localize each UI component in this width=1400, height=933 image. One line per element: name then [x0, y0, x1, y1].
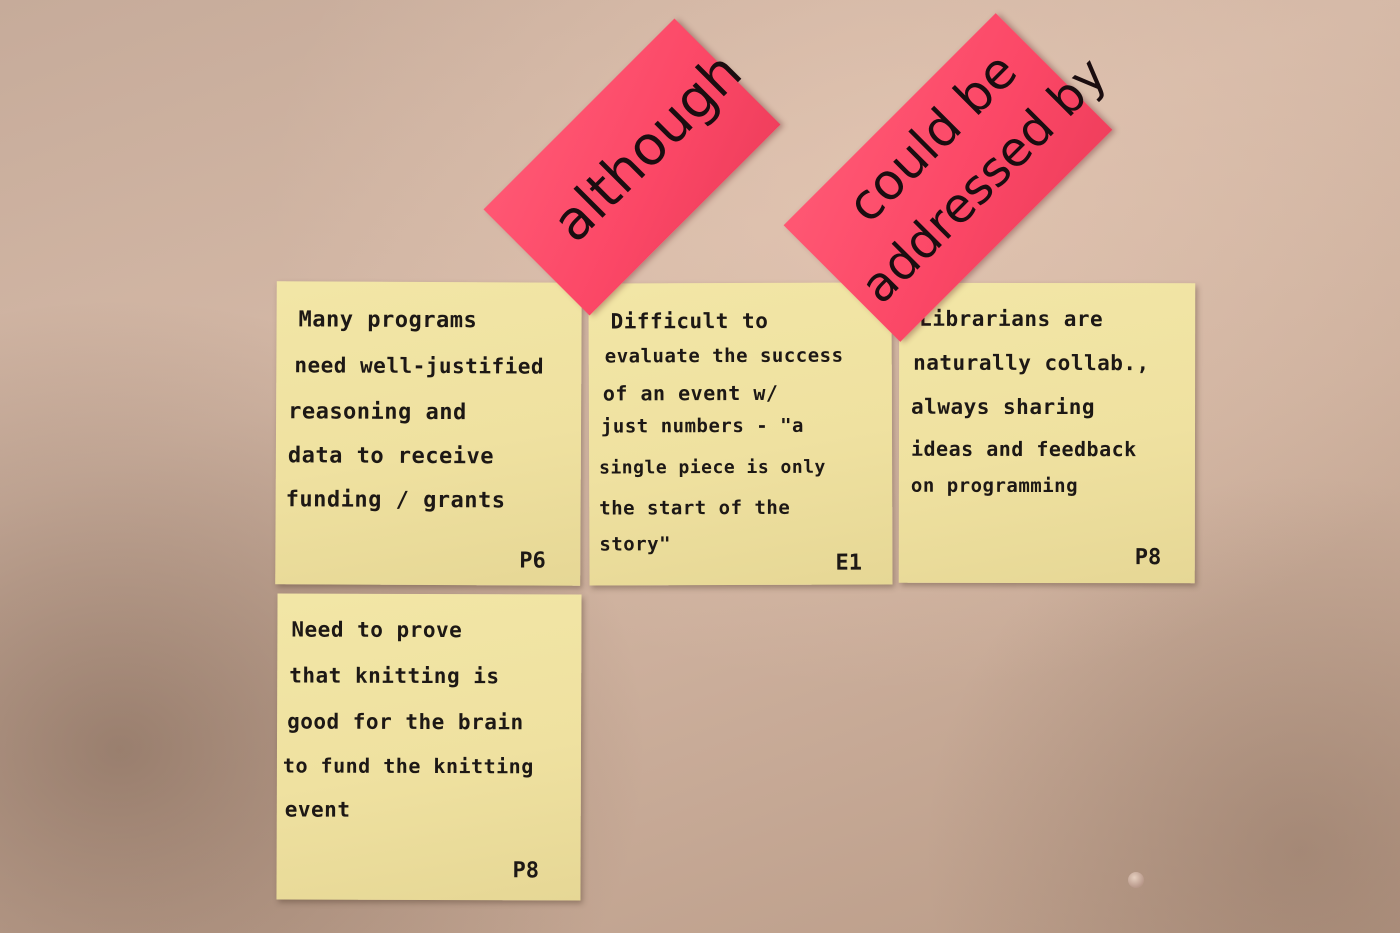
note-text-line: evaluate the success [604, 344, 844, 368]
note-text-line: story" [599, 533, 672, 556]
note-text-line: naturally collab., [913, 350, 1150, 376]
note-text-line: good for the brain [287, 709, 524, 735]
note-text-line: Many programs [298, 307, 478, 334]
note-text-line: need well-justified [294, 353, 545, 379]
participant-code: P8 [512, 858, 540, 884]
note-text-line: single piece is only [599, 456, 826, 479]
note-text-line: event [284, 797, 351, 822]
sticky-note-p6[interactable]: Many programs need well-justified reason… [275, 281, 582, 586]
note-text-line: ideas and feedback [910, 436, 1137, 462]
note-text-line: just numbers - "a [600, 414, 804, 438]
participant-code: P8 [1134, 545, 1162, 571]
note-text-line: that knitting is [289, 663, 500, 689]
participant-code: E1 [835, 550, 862, 576]
note-text-line: to fund the knitting [282, 753, 534, 779]
sticky-note-p8-collab[interactable]: Librarians are naturally collab., always… [898, 282, 1196, 584]
sticky-note-p8-knitting[interactable]: Need to prove that knitting is good for … [276, 593, 582, 901]
note-text-line: of an event w/ [602, 380, 779, 406]
note-text-line: always sharing [911, 394, 1096, 420]
wall-bump [1128, 872, 1144, 888]
note-text-line: data to receive [287, 443, 495, 470]
note-text-line: Librarians are [919, 306, 1104, 332]
participant-code: P6 [519, 548, 546, 574]
sticky-note-e1[interactable]: Difficult to evaluate the success of an … [588, 282, 893, 586]
note-text-line: the start of the [599, 496, 791, 520]
note-text-line: funding / grants [285, 487, 506, 514]
note-text-line: Difficult to [610, 308, 769, 334]
note-text-line: on programming [910, 474, 1079, 498]
note-text-line: Need to prove [291, 617, 463, 643]
note-text-line: reasoning and [288, 399, 467, 426]
